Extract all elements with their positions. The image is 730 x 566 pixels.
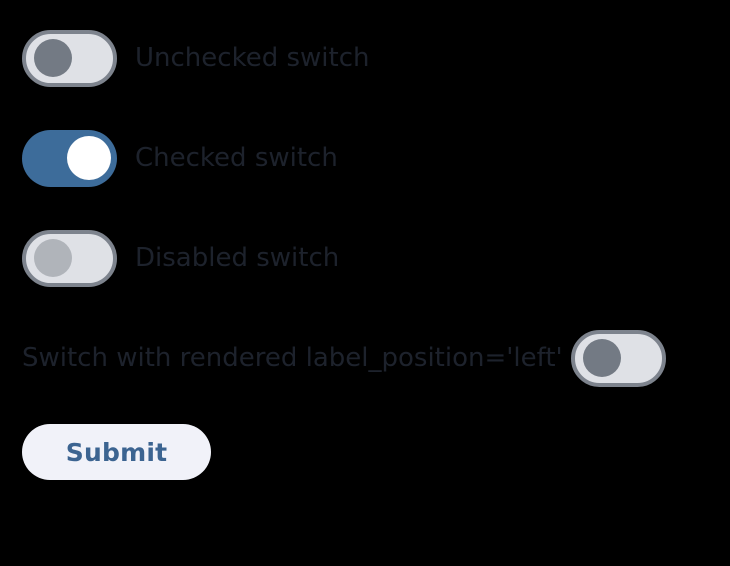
submit-button[interactable]: Submit (22, 424, 211, 480)
switch-row-label-left: Switch with rendered label_position='lef… (22, 329, 708, 387)
switch-row-disabled: Disabled switch (22, 229, 339, 287)
switch-row-unchecked: Unchecked switch (22, 29, 369, 87)
switch-label-disabled: Disabled switch (135, 243, 340, 273)
switch-label-label-left: Switch with rendered label_position='lef… (22, 343, 563, 373)
switch-thumb-icon (34, 239, 72, 277)
switch-unchecked[interactable] (22, 29, 117, 87)
switch-thumb-icon (582, 339, 621, 377)
switch-label-unchecked: Unchecked switch (135, 43, 370, 73)
switch-row-checked: Checked switch (22, 129, 338, 187)
switch-disabled (22, 229, 117, 287)
switch-label-checked: Checked switch (135, 143, 338, 173)
switch-label-left[interactable] (570, 329, 666, 387)
switch-checked[interactable] (22, 129, 117, 187)
switch-thumb-icon (67, 136, 111, 180)
switch-thumb-icon (34, 39, 72, 77)
